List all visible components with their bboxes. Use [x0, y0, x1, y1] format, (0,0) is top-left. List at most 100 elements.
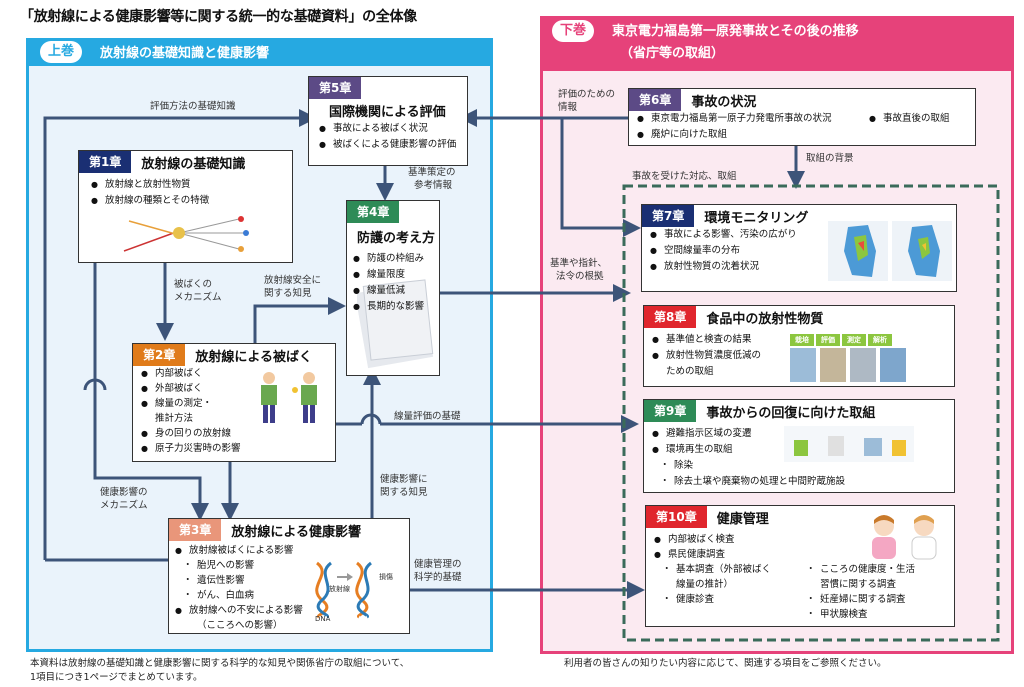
- chapter-4-box[interactable]: 第4章 防護の考え方 防護の枠組み 線量限度 線量低減 長期的な影響: [346, 200, 440, 376]
- label-eval-info-1: 評価のための: [558, 89, 616, 100]
- list-item: 線量の測定・: [141, 396, 241, 411]
- chapter-1-tag: 第1章: [79, 151, 132, 173]
- label-dose-basis: 線量評価の基礎: [394, 411, 461, 422]
- list-item-continued: 線量の推計）: [676, 579, 734, 590]
- label-standards-2: 法令の根拠: [556, 271, 604, 282]
- label-exposure-mech-1: 被ばくの: [174, 279, 213, 290]
- sub-list-item: 健康診査: [654, 592, 771, 607]
- chapter-8-title: 食品中の放射性物質: [706, 311, 824, 327]
- list-item: 放射線への不安による影響: [175, 603, 303, 618]
- label-basis-info-1: 基準策定の: [408, 167, 456, 178]
- doctor-patient-illustration: [872, 515, 937, 560]
- chapter-2-tag: 第2章: [133, 344, 186, 366]
- dna-label: DNA: [315, 615, 331, 623]
- list-item: 防護の枠組み: [353, 251, 424, 267]
- list-item: 廃炉に向けた取組: [637, 127, 832, 143]
- list-item: 基準値と検査の結果: [652, 332, 761, 348]
- list-item-continued: 習慣に関する調査: [820, 579, 897, 590]
- label-health-knowledge-1: 健康影響に: [380, 474, 428, 485]
- label-safety-knowledge-2: 関する知見: [264, 288, 312, 299]
- sub-list-item: こころの健康度・生活: [798, 562, 915, 577]
- list-item: 事故直後の取組: [869, 111, 950, 127]
- list-item: 放射線の種類とその特徴: [91, 193, 209, 209]
- person-figures-illustration: [261, 372, 317, 423]
- radiation-types-illustration: [123, 216, 249, 252]
- flow-step: 栽培: [790, 334, 814, 346]
- chapter-7-title: 環境モニタリング: [704, 210, 809, 226]
- chapter-2-title: 放射線による被ばく: [195, 349, 312, 365]
- chapter-4-title: 防護の考え方: [357, 231, 436, 246]
- chapter-5-box[interactable]: 第5章 国際機関による評価 事故による被ばく状況 被ばくによる健康影響の評価: [308, 76, 468, 166]
- list-item: 内部被ばく検査: [654, 532, 771, 547]
- list-item: 放射線被ばくによる影響: [175, 543, 303, 558]
- list-item: 原子力災害時の影響: [141, 441, 241, 456]
- chapter-8-tag: 第8章: [644, 306, 697, 328]
- label-health-mgmt-2: 科学的基礎: [414, 572, 462, 583]
- chapter-1-title: 放射線の基礎知識: [141, 156, 246, 172]
- flow-step: 解析: [868, 334, 892, 346]
- lower-volume-header: [540, 16, 1014, 71]
- label-eval-basic: 評価方法の基礎知識: [150, 101, 236, 112]
- chapter-5-title: 国際機関による評価: [329, 105, 446, 120]
- list-item: 外部被ばく: [141, 381, 241, 396]
- chapter-9-tag: 第9章: [644, 400, 697, 422]
- sub-list-item: がん、白血病: [175, 588, 303, 603]
- upper-volume-tag: 上巻: [40, 41, 83, 63]
- food-inspection-flow: 栽培 評価 測定 解析: [790, 334, 892, 346]
- list-item: 線量限度: [353, 267, 424, 283]
- list-item: 身の回りの放射線: [141, 426, 241, 441]
- list-item: 県民健康調査: [654, 547, 771, 562]
- upper-volume-header: [26, 38, 493, 66]
- dna-radiation-label: 放射線: [329, 585, 350, 593]
- page-title: 「放射線による健康影響等に関する統一的な基礎資料」の全体像: [20, 9, 417, 25]
- label-health-mech-1: 健康影響の: [100, 487, 148, 498]
- list-item: 長期的な影響: [353, 299, 424, 315]
- label-eval-info-2: 情報: [558, 102, 578, 113]
- chapter-5-tag: 第5章: [309, 77, 362, 99]
- lower-volume-subtitle: （省庁等の取組）: [620, 46, 725, 61]
- list-item: 空間線量率の分布: [650, 243, 797, 259]
- label-post-accident: 事故を受けた対応、取組: [632, 171, 737, 182]
- list-item: 事故による影響、汚染の広がり: [650, 227, 797, 243]
- sub-list-item: 甲状腺検査: [798, 607, 915, 622]
- chapter-7-tag: 第7章: [642, 205, 695, 227]
- label-standards-1: 基準や指針、: [550, 258, 608, 269]
- dna-illustration: [315, 561, 373, 619]
- footer-note-right: 利用者の皆さんの知りたい内容に応じて、関連する項目をご参照ください。: [564, 658, 887, 669]
- footer-note-line-2: 1項目につき1ページでまとめています。: [30, 672, 203, 683]
- label-health-knowledge-2: 関する知見: [380, 487, 428, 498]
- list-item: 事故による被ばく状況: [319, 121, 456, 137]
- lower-volume-tag: 下巻: [552, 20, 595, 42]
- label-basis-info-2: 参考情報: [414, 180, 453, 191]
- list-item-continued: （こころへの影響）: [197, 620, 283, 631]
- sub-list-item: 除去土壌や廃棄物の処理と中間貯蔵施設: [652, 474, 845, 490]
- chapter-9-title: 事故からの回復に向けた取組: [706, 405, 876, 421]
- decontamination-illustration: [784, 426, 914, 462]
- list-item: 放射性物質の沈着状況: [650, 259, 797, 275]
- food-photos-illustration: [790, 348, 906, 382]
- sub-list-item: 遺伝性影響: [175, 573, 303, 588]
- chapter-3-title: 放射線による健康影響: [231, 524, 361, 540]
- list-item-continued: 推計方法: [155, 413, 194, 424]
- label-health-mech-2: メカニズム: [100, 500, 148, 511]
- list-item-continued: ための取組: [666, 366, 714, 377]
- label-health-mgmt-1: 健康管理の: [414, 559, 462, 570]
- chapter-10-tag: 第10章: [646, 506, 707, 528]
- label-safety-knowledge-1: 放射線安全に: [264, 275, 322, 286]
- label-background: 取組の背景: [806, 153, 854, 164]
- chapter-6-tag: 第6章: [629, 89, 682, 111]
- sub-list-item: 妊産婦に関する調査: [798, 592, 915, 607]
- lower-volume-title: 東京電力福島第一原発事故とその後の推移: [612, 24, 859, 39]
- sub-list-item: 胎児への影響: [175, 558, 303, 573]
- dna-damage-label: 損傷: [379, 573, 393, 581]
- footer-note-line-1: 本資料は放射線の基礎知識と健康影響に関する科学的な知見や関係省庁の取組について、: [30, 658, 410, 669]
